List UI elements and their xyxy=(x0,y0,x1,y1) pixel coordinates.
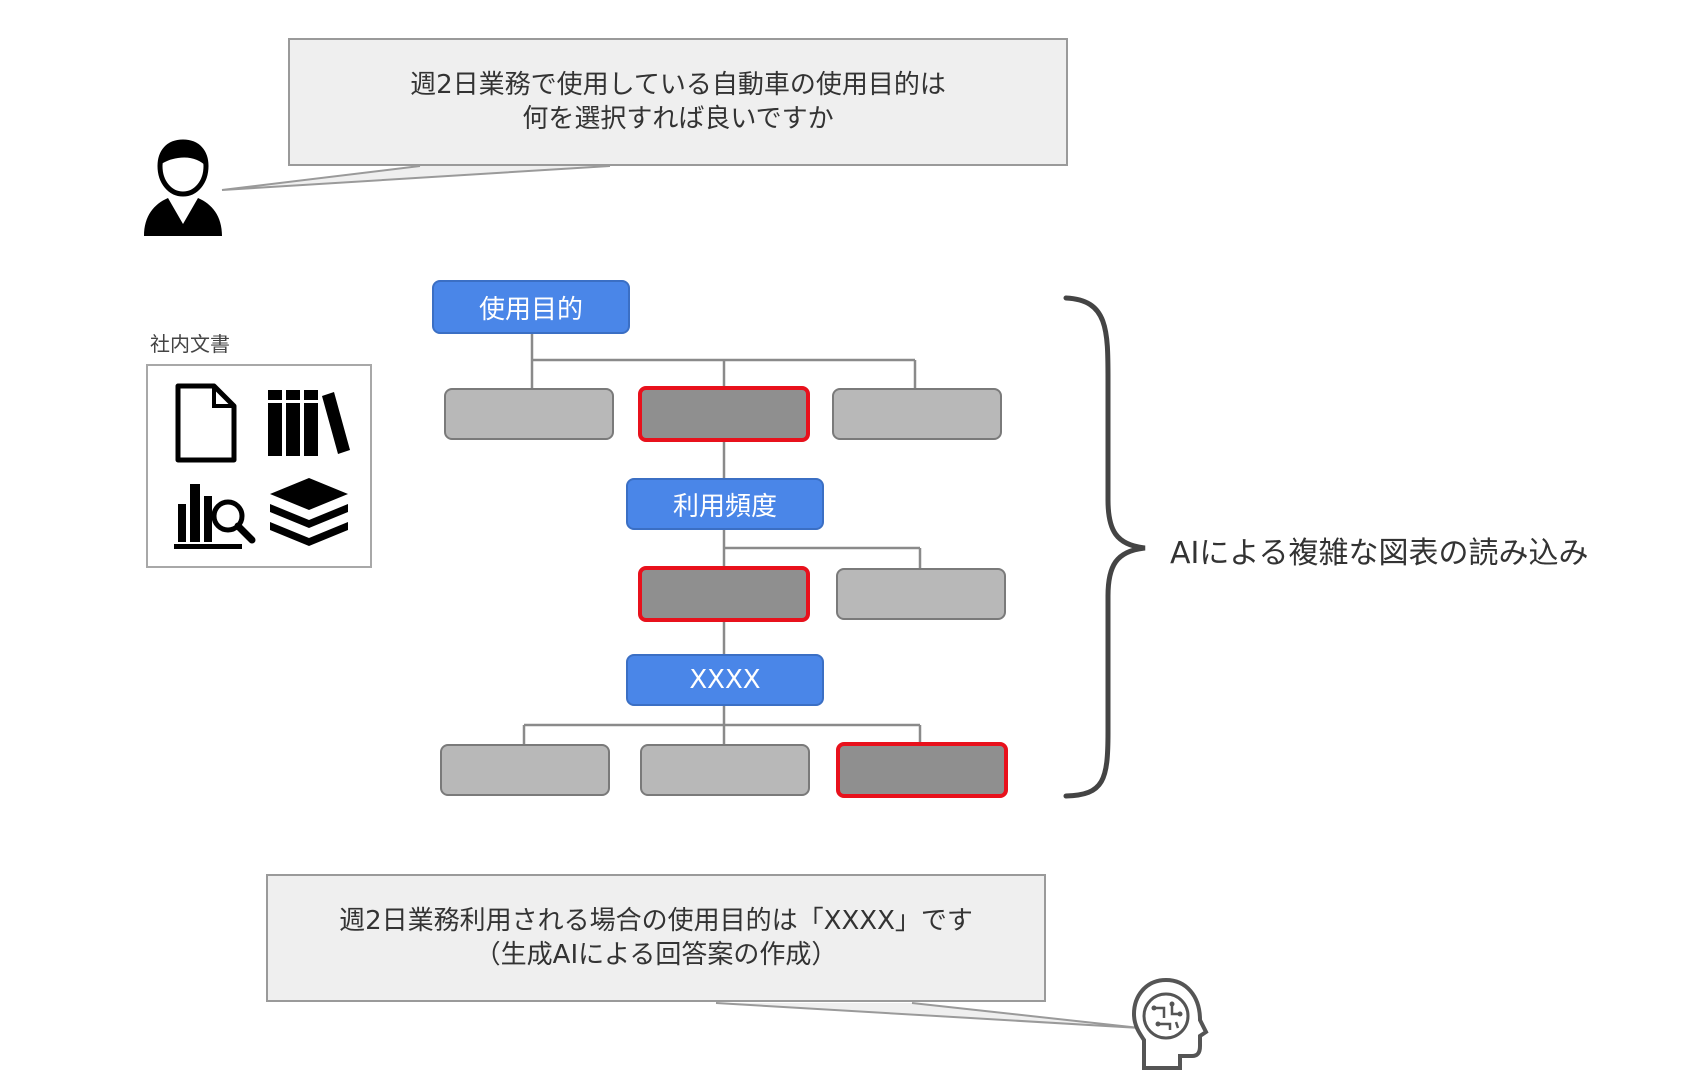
database-icon xyxy=(266,474,352,552)
answer-line-1: 週2日業務利用される場合の使用目的は「XXXX」です xyxy=(339,906,973,936)
books-icon xyxy=(266,386,350,458)
option-node xyxy=(440,744,610,796)
option-node xyxy=(444,388,614,440)
user-avatar-icon xyxy=(140,138,226,238)
question-line-1: 週2日業務で使用している自動車の使用目的は xyxy=(410,70,946,100)
selected-option-node xyxy=(836,742,1008,798)
ai-head-icon xyxy=(1128,976,1210,1072)
chart-search-icon xyxy=(172,474,256,552)
question-callout-tail xyxy=(221,165,611,191)
selected-option-node xyxy=(638,566,810,622)
answer-callout-tail xyxy=(715,1002,1141,1029)
option-node xyxy=(836,568,1006,620)
documents-label: 社内文書 xyxy=(150,332,230,356)
question-callout: 週2日業務で使用している自動車の使用目的は 何を選択すれば良いですか xyxy=(288,38,1068,166)
option-node xyxy=(640,744,810,796)
answer-line-2: （生成AIによる回答案の作成） xyxy=(474,940,838,970)
selected-option-node xyxy=(638,386,810,442)
node-xxxx: XXXX xyxy=(626,654,824,706)
tree-connectors xyxy=(522,334,922,744)
curly-brace xyxy=(1063,295,1146,799)
node-frequency: 利用頻度 xyxy=(626,478,824,530)
document-icon xyxy=(174,382,238,464)
question-line-2: 何を選択すれば良いですか xyxy=(522,104,834,134)
option-node xyxy=(832,388,1002,440)
answer-callout: 週2日業務利用される場合の使用目的は「XXXX」です （生成AIによる回答案の作… xyxy=(266,874,1046,1002)
node-purpose: 使用目的 xyxy=(432,280,630,334)
ai-reading-label: AIによる複雑な図表の読み込み xyxy=(1170,536,1589,571)
documents-box xyxy=(146,364,372,568)
